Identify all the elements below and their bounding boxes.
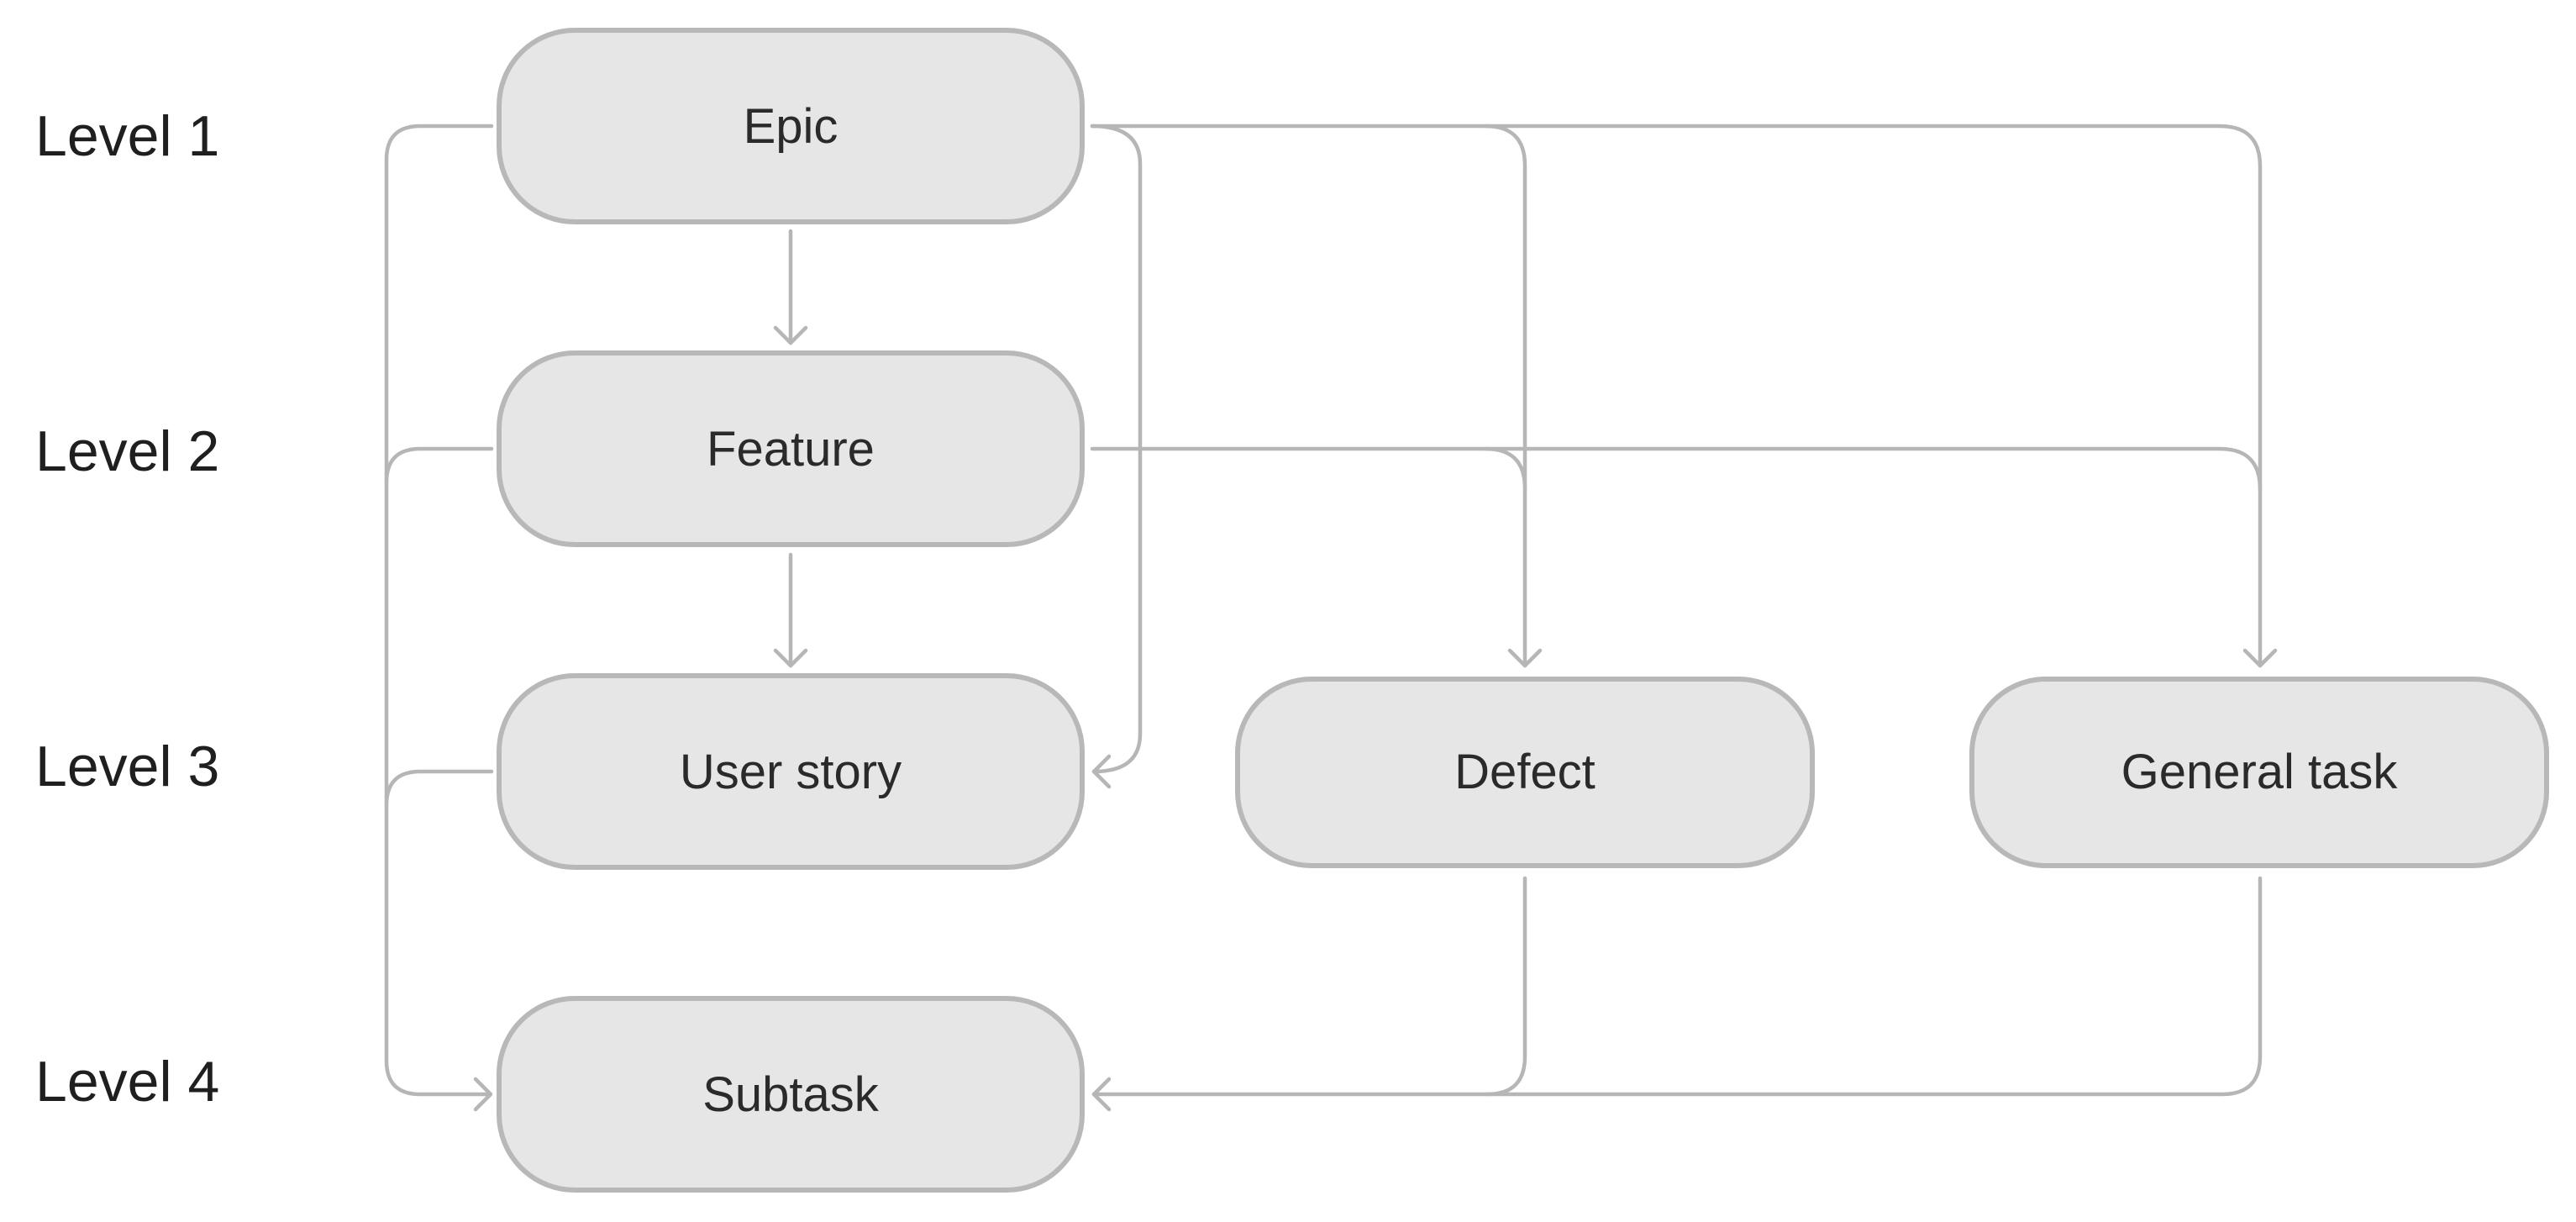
arrowhead-subtask-left (473, 1077, 493, 1112)
connector-feature-to-subtask (384, 446, 494, 485)
node-subtask-box (497, 996, 1085, 1193)
arrowhead-defect-top (1507, 648, 1543, 668)
connector-epic-to-general-task (1483, 124, 2263, 668)
node-user-story-label: User story (680, 745, 902, 799)
node-general-task: General task (1969, 677, 2549, 868)
connector-epic-to-defect-and-general-task (1090, 124, 1527, 668)
connector-feature-to-general-task (1483, 446, 2263, 492)
connector-feature-to-defect (1090, 446, 1527, 491)
node-epic-label: Epic (744, 99, 839, 154)
level-2-label: Level 2 (35, 419, 219, 483)
node-epic: Epic (497, 28, 1085, 224)
connectors (384, 124, 2278, 1112)
connector-general-task-to-subtask (1485, 876, 2263, 1097)
arrowhead-general-task-top (2242, 648, 2278, 668)
connector-user-story-to-subtask (384, 769, 494, 808)
arrowhead-user-story-right (1091, 754, 1112, 789)
node-general-task-label: General task (2121, 745, 2399, 799)
node-feature-label: Feature (707, 422, 875, 477)
arrowhead-user-story-top (773, 648, 808, 668)
node-defect: Defect (1235, 677, 1815, 868)
node-epic-box (497, 28, 1085, 224)
level-4-label: Level 4 (35, 1050, 219, 1114)
node-user-story-box (497, 673, 1085, 870)
node-defect-box (1235, 677, 1815, 868)
node-defect-label: Defect (1454, 745, 1596, 799)
connector-epic-to-subtask (384, 124, 494, 1097)
level-3-label: Level 3 (35, 735, 219, 798)
arrowhead-subtask-right (1091, 1077, 1112, 1112)
node-feature: Feature (497, 350, 1085, 547)
level-labels: Level 1 Level 2 Level 3 Level 4 (35, 104, 219, 1114)
node-general-task-box (1969, 677, 2549, 868)
connector-defect-to-subtask (1091, 876, 1527, 1097)
node-subtask-label: Subtask (702, 1067, 880, 1122)
node-user-story: User story (497, 673, 1085, 870)
node-subtask: Subtask (497, 996, 1085, 1193)
arrowhead-feature-top (773, 325, 808, 345)
level-1-label: Level 1 (35, 104, 219, 168)
node-feature-box (497, 350, 1085, 547)
